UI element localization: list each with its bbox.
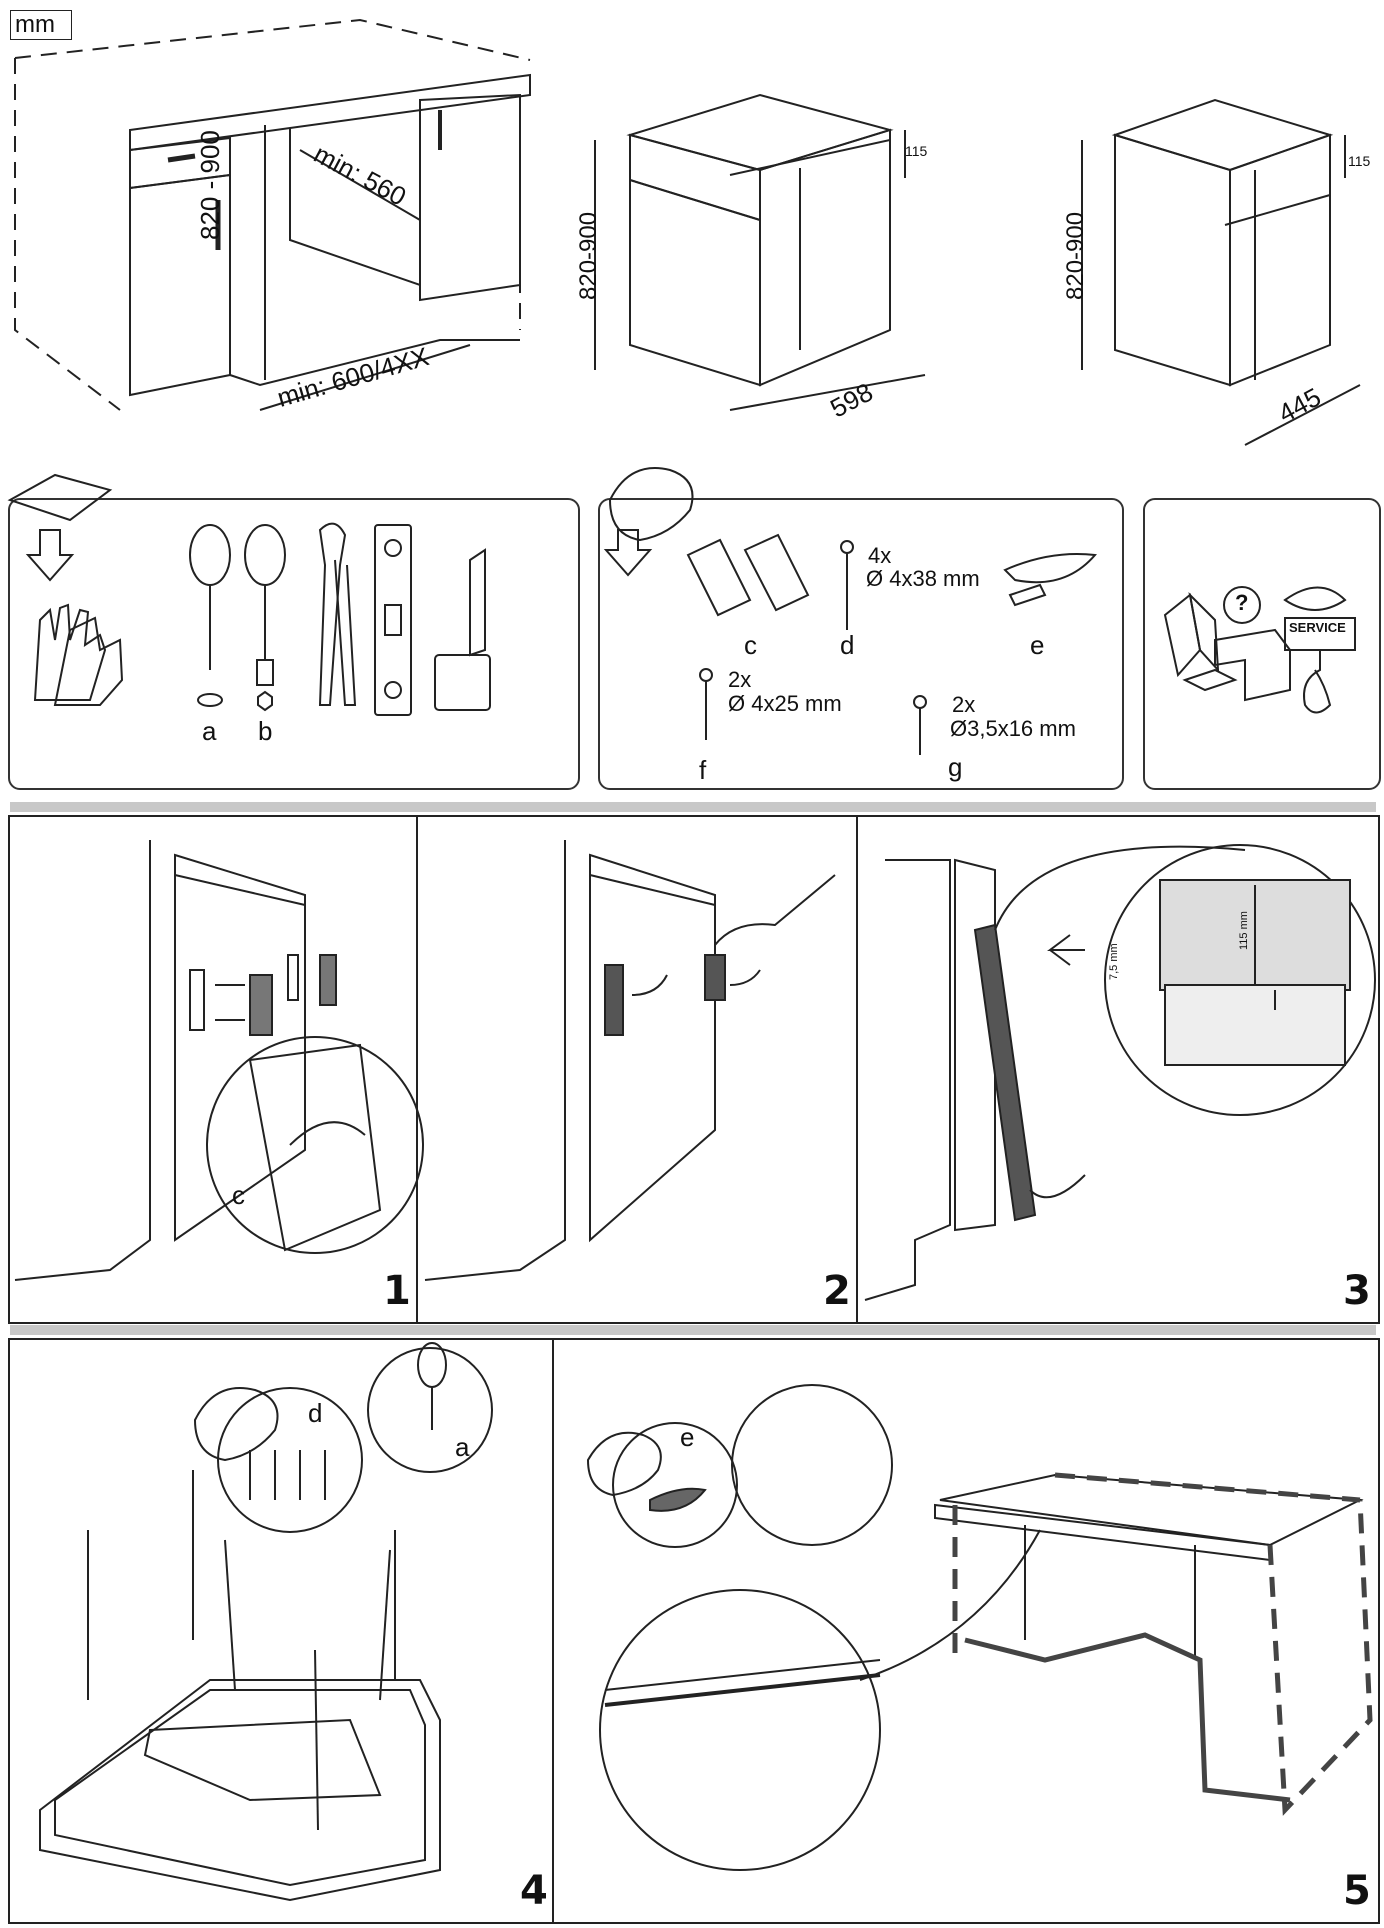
dimension-drawings	[14, 18, 1361, 446]
service-box	[1143, 498, 1381, 790]
part-g-label: g	[948, 752, 963, 782]
part-e-label: e	[1030, 630, 1045, 660]
step-4-number: 4	[520, 1868, 548, 1914]
unit-b-top-label: 115	[1348, 153, 1371, 169]
part-d-size: Ø 4x38 mm	[866, 566, 980, 591]
part-d-label: d	[840, 630, 855, 660]
unit-label: mm	[15, 11, 55, 38]
step-5-panel	[552, 1338, 1380, 1924]
service-badge: SERVICE	[1289, 620, 1346, 635]
separator-2	[10, 1325, 1376, 1335]
tool-b-label: b	[258, 716, 273, 746]
part-c-label: c	[744, 630, 757, 660]
unit-label-box: mm	[10, 10, 72, 40]
step-1-part-label: c	[232, 1180, 245, 1210]
step-4-tool-a-label: a	[455, 1432, 470, 1462]
parts-drawings	[603, 467, 1097, 755]
steps-1-3-drawings	[14, 840, 1376, 1301]
step-5-part-e-label: e	[680, 1422, 695, 1452]
part-g-qty: 2x	[952, 692, 976, 717]
step-3-number: 3	[1343, 1268, 1371, 1314]
part-f-size: Ø 4x25 mm	[728, 691, 842, 716]
tools-drawings	[7, 473, 491, 716]
part-f-label: f	[699, 755, 707, 785]
step-1-number: 1	[383, 1268, 411, 1314]
part-d-qty: 4x	[868, 543, 892, 568]
step-1-panel	[8, 815, 420, 1324]
step-2-number: 2	[823, 1268, 851, 1314]
parts-box	[598, 498, 1124, 790]
tool-a-label: a	[202, 716, 217, 746]
part-g-size: Ø3,5x16 mm	[950, 716, 1076, 741]
part-f-qty: 2x	[728, 667, 752, 692]
step-4-part-d-label: d	[308, 1398, 323, 1428]
service-drawings	[1163, 586, 1356, 714]
step-4-panel	[8, 1338, 556, 1924]
unit-a-top-label: 115	[905, 143, 928, 159]
service-question: ?	[1235, 590, 1249, 615]
step-5-number: 5	[1343, 1868, 1371, 1914]
separator-1	[10, 802, 1376, 812]
